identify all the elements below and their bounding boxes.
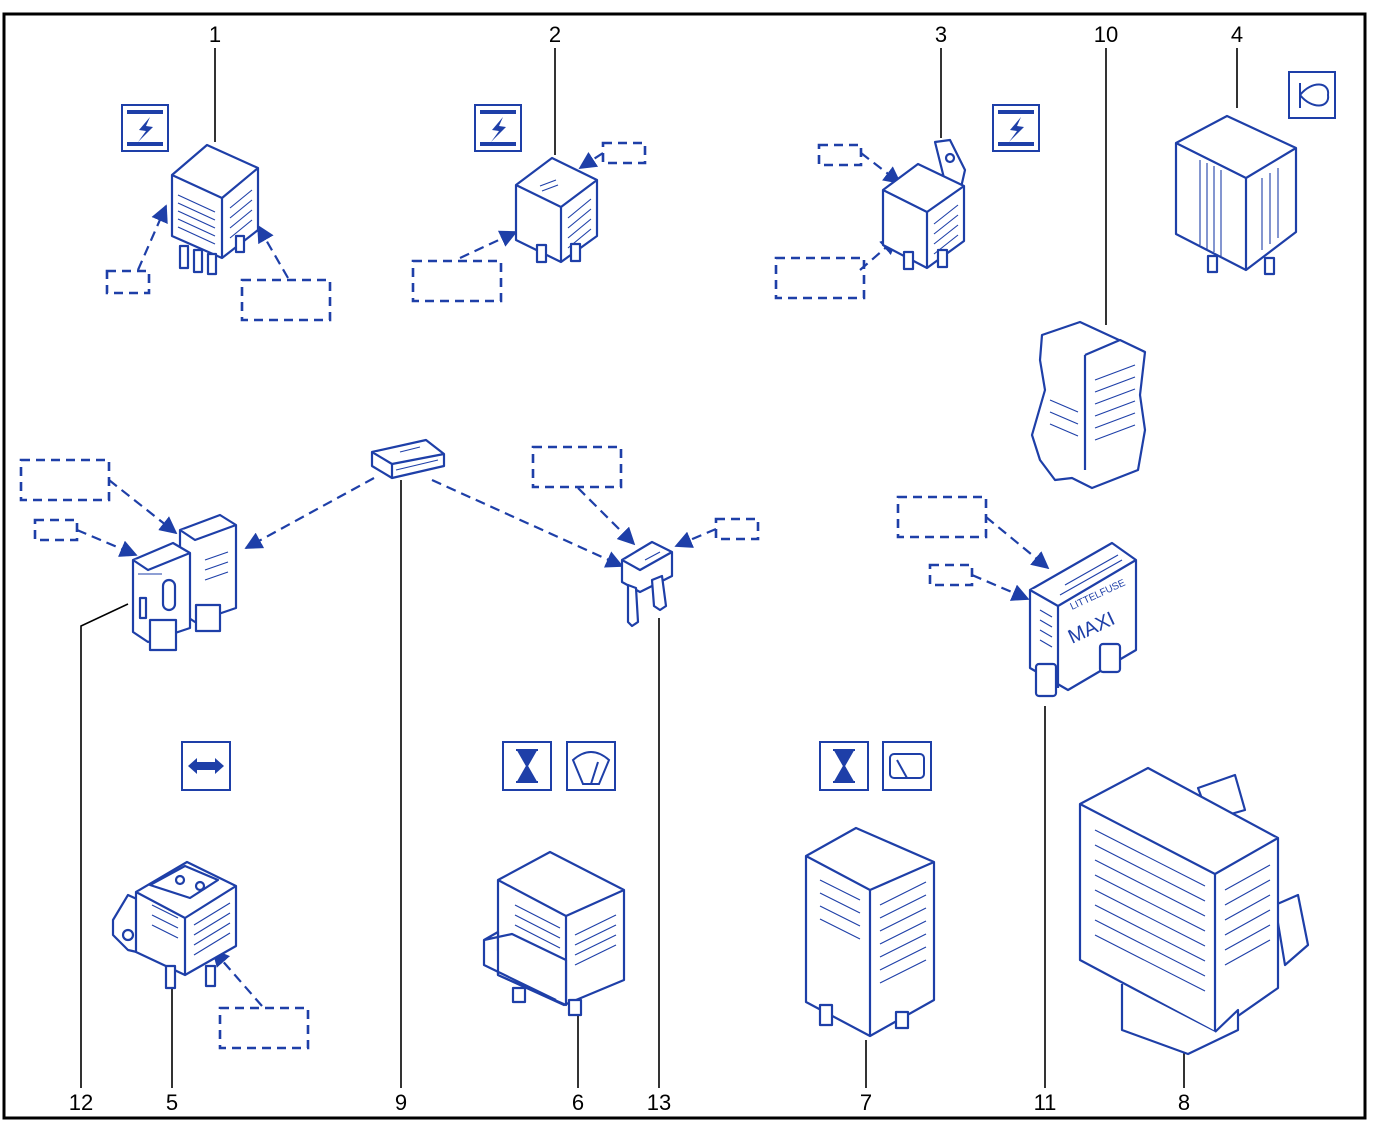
- relay-8: [1078, 766, 1310, 1056]
- hourglass-icon: [819, 741, 869, 791]
- leader-lines: [80, 48, 1238, 1088]
- callout-3: 3: [935, 22, 947, 47]
- fuse-9: [370, 438, 446, 480]
- callout-1: 1: [209, 22, 221, 47]
- double-arrow-icon: [181, 741, 231, 791]
- callout-13: 13: [647, 1090, 671, 1115]
- callout-4: 4: [1231, 22, 1243, 47]
- fuse-12: [131, 513, 238, 652]
- relay-6: [482, 850, 626, 1017]
- relay-5: [111, 860, 238, 990]
- callout-12: 12: [69, 1090, 93, 1115]
- callout-2: 2: [549, 22, 561, 47]
- diagram-frame: [2, 12, 1367, 1120]
- callout-7: 7: [860, 1090, 872, 1115]
- lightning-icon: [474, 104, 522, 152]
- hourglass-icon: [502, 741, 552, 791]
- horn-icon: [1288, 71, 1336, 119]
- callout-11: 11: [1034, 1090, 1057, 1115]
- relay-7: [804, 826, 936, 1038]
- callout-9: 9: [395, 1090, 407, 1115]
- relay-3: [881, 138, 967, 271]
- relay-4: [1174, 114, 1298, 276]
- callout-10: 10: [1094, 22, 1118, 47]
- callout-5: 5: [166, 1090, 178, 1115]
- rear-wiper-icon: [882, 741, 932, 791]
- callout-8: 8: [1178, 1090, 1190, 1115]
- lightning-icon: [992, 104, 1040, 152]
- relay-1: [170, 143, 260, 276]
- dashed-arrows: [76, 151, 1050, 1007]
- maxi-fuse-11: LITTELFUSE MAXI: [1028, 541, 1138, 698]
- wiper-icon: [566, 741, 616, 791]
- fuse-13: [620, 540, 674, 628]
- relay-2: [514, 156, 599, 264]
- fuse-holder-10: [1030, 320, 1147, 490]
- lightning-icon: [121, 104, 169, 152]
- callout-6: 6: [572, 1090, 584, 1115]
